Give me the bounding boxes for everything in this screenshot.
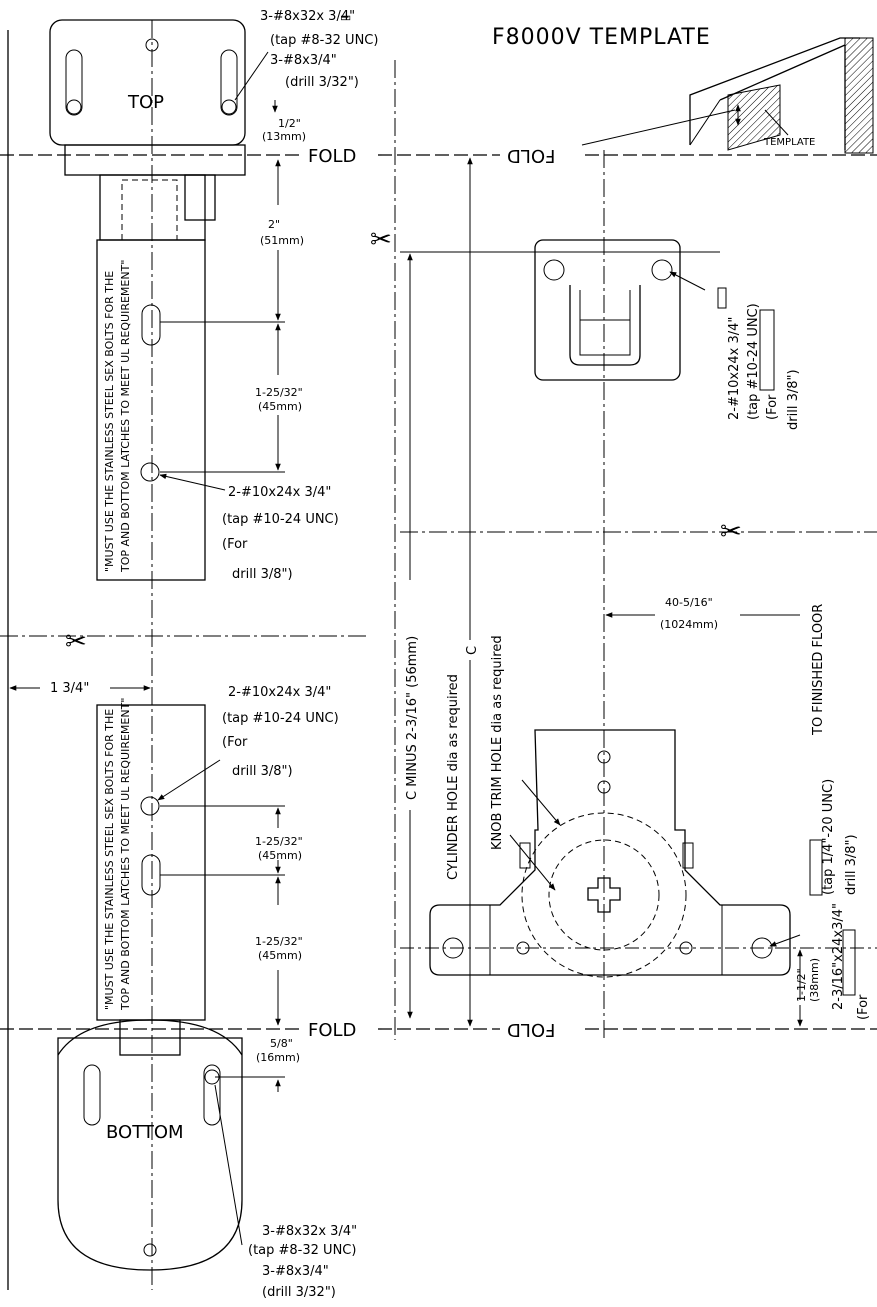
template-inset-label: TEMPLATE (763, 137, 815, 148)
strike-drill: drill 3/8") (786, 369, 801, 430)
upper-latch-drill: drill 3/8") (232, 567, 293, 582)
lower-latch: "MUST USE THE STAINLESS STEEL SEX BOLTS … (57, 698, 243, 1056)
bottom-plate: BOTTOM (57, 1037, 243, 1271)
scissors-icon: ✂ (720, 517, 742, 547)
edge-dimension: 1 3/4" (50, 681, 89, 696)
fold-label-bottom: FOLD (308, 1020, 356, 1041)
lower-dim2-mm: (45mm) (258, 949, 302, 962)
strike-tap: (tap #10-24 UNC) (746, 303, 761, 420)
screw-icon: ▭ (340, 10, 351, 24)
door-sketch: TEMPLATE (581, 37, 874, 154)
fold-label-bottom-mirrored: FOLD (507, 1019, 555, 1040)
top-screw-spec: 3-#8x32x 3/4" (260, 9, 355, 24)
upper-dim1-in: 2" (268, 218, 280, 231)
lower-dim2-in: 1-25/32" (255, 935, 303, 948)
lower-latch-drill: drill 3/8") (232, 764, 293, 779)
top-plate: TOP (49, 19, 246, 241)
lower-latch-tap: (tap #10-24 UNC) (222, 711, 339, 726)
base-tap-spec: (tap 1/4"-20 UNC) (821, 779, 836, 895)
bottom-label: BOTTOM (106, 1122, 184, 1143)
bottom-dim-mm: (16mm) (256, 1051, 300, 1064)
c-minus-dimension: C MINUS 2-3/16" (56mm) (405, 636, 420, 800)
floor-dim-mm: (1024mm) (660, 618, 718, 631)
lock-body (429, 729, 791, 978)
lower-latch-for: (For (222, 735, 248, 750)
bottom-screw2-spec: 3-#8x3/4" (262, 1264, 329, 1279)
bottom-drill-spec: (drill 3/32") (262, 1285, 336, 1300)
fold-label-top-mirrored: FOLD (507, 145, 555, 166)
base-screw-spec: 2-3/16"x24x3/4" (831, 903, 846, 1010)
top-tap-spec: (tap #8-32 UNC) (270, 33, 378, 48)
upper-latch-tap: (tap #10-24 UNC) (222, 512, 339, 527)
fold-label-top: FOLD (308, 146, 356, 167)
cylinder-hole-label: CYLINDER HOLE dia as required (446, 674, 461, 880)
template-title: F8000V TEMPLATE (492, 25, 711, 50)
strike-plate (534, 239, 681, 381)
lower-dim1-in: 1-25/32" (255, 835, 303, 848)
strike-for: (For (765, 394, 780, 420)
bottom-lock-dim-in: 1-1/2" (795, 968, 808, 1002)
upper-latch-screw: 2-#10x24x 3/4" (228, 485, 331, 500)
lower-latch-screw: 2-#10x24x 3/4" (228, 685, 331, 700)
strike-screw: 2-#10x24x 3/4" (727, 317, 742, 420)
c-dimension: C (465, 646, 480, 655)
bottom-tap-spec: (tap #8-32 UNC) (248, 1243, 356, 1258)
upper-latch-note-1: "MUST USE THE STAINLESS STEEL SEX BOLTS … (103, 271, 116, 572)
top-screw2-spec: 3-#8x3/4" (270, 53, 337, 68)
bottom-dim-in: 5/8" (270, 1037, 293, 1050)
bottom-screw-spec: 3-#8x32x 3/4" (262, 1224, 357, 1239)
upper-dim1-mm: (51mm) (260, 234, 304, 247)
scissors-icon: ✂ (65, 627, 87, 657)
knob-hole-label: KNOB TRIM HOLE dia as required (490, 635, 505, 850)
upper-latch-note-2: TOP AND BOTTOM LATCHES TO MEET UL REQUIR… (119, 260, 132, 573)
scissors-icon: ✂ (370, 225, 392, 255)
base-for-spec: (For (856, 994, 871, 1020)
bottom-lock-dim-mm: (38mm) (808, 958, 821, 1002)
lower-latch-note-2: TOP AND BOTTOM LATCHES TO MEET UL REQUIR… (119, 698, 132, 1011)
top-label: TOP (127, 92, 164, 113)
top-drill-spec: (drill 3/32") (285, 75, 359, 90)
lower-latch-note-1: "MUST USE THE STAINLESS STEEL SEX BOLTS … (103, 709, 116, 1010)
to-finished-floor: TO FINISHED FLOOR (811, 604, 826, 736)
base-drill-spec: drill 3/8") (844, 834, 859, 895)
top-dim-mm: (13mm) (262, 130, 306, 143)
upper-latch-for: (For (222, 537, 248, 552)
lower-dim1-mm: (45mm) (258, 849, 302, 862)
top-dim-in: 1/2" (278, 117, 301, 130)
upper-dim2-in: 1-25/32" (255, 386, 303, 399)
upper-latch: "MUST USE THE STAINLESS STEEL SEX BOLTS … (96, 239, 206, 581)
upper-dim2-mm: (45mm) (258, 400, 302, 413)
floor-dim-in: 40-5/16" (665, 596, 713, 609)
